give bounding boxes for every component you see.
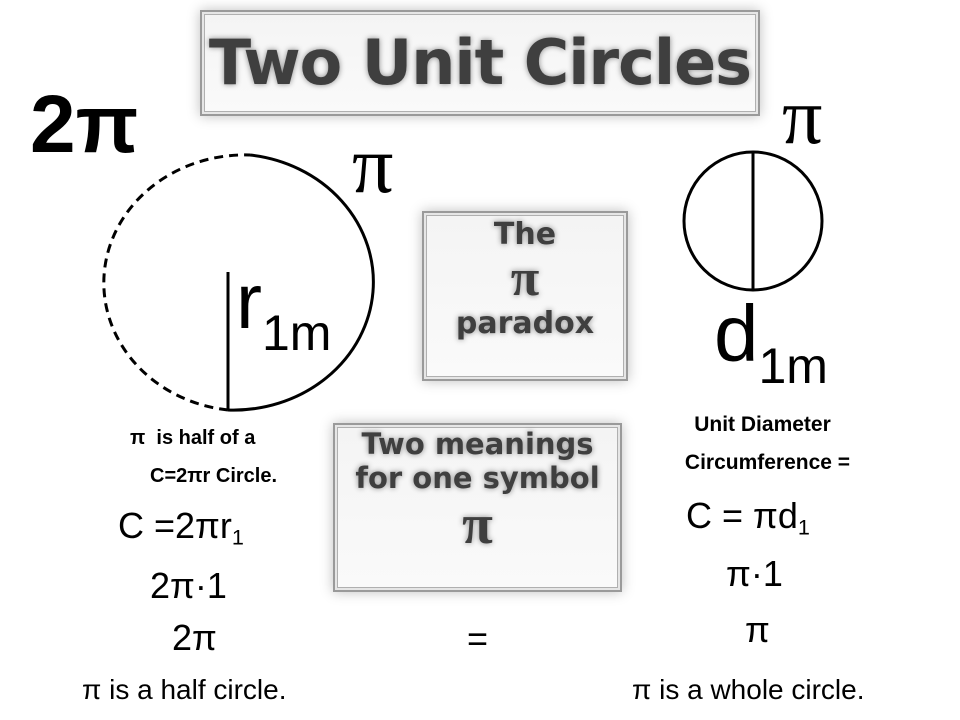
right-eq1-main: C = πd bbox=[686, 495, 798, 536]
left-note-1: π is half of a bbox=[130, 427, 256, 449]
left-circle-solid-half bbox=[227, 153, 375, 412]
paradox-line1: The bbox=[493, 217, 557, 252]
right-note-2: Circumference = bbox=[684, 451, 851, 474]
right-eq1-sub: 1 bbox=[797, 514, 810, 540]
diameter-sub: 1m bbox=[758, 338, 828, 394]
equals-sign: = bbox=[467, 618, 489, 659]
paradox-symbol: π bbox=[510, 250, 540, 307]
left-eq2: 2π·1 bbox=[150, 565, 227, 606]
left-eq1-sub: 1 bbox=[231, 524, 244, 550]
left-note-2: C=2πr Circle. bbox=[150, 465, 278, 487]
left-eq1-main: C =2πr bbox=[118, 505, 232, 546]
page-title: Two Unit Circles bbox=[208, 26, 752, 99]
right-conclusion: π is a whole circle. bbox=[632, 674, 865, 705]
label-pi-left: π bbox=[352, 119, 394, 210]
meanings-box: Two meanings for one symbol π bbox=[333, 423, 622, 592]
diameter-d: d bbox=[714, 289, 759, 378]
label-pi-right: π bbox=[782, 73, 823, 161]
left-circle-dashed-half bbox=[102, 153, 251, 412]
left-conclusion: π is a half circle. bbox=[82, 674, 287, 705]
meanings-line2: for one symbol bbox=[355, 461, 600, 495]
right-eq1: C = πd1 bbox=[686, 495, 810, 540]
right-eq2: π·1 bbox=[726, 553, 783, 594]
paradox-box: The π paradox bbox=[422, 211, 628, 381]
title-box: Two Unit Circles bbox=[200, 10, 760, 116]
left-eq1: C =2πr1 bbox=[118, 505, 244, 550]
left-eq3: 2π bbox=[172, 617, 217, 658]
right-eq3: π bbox=[745, 609, 770, 650]
label-2pi: 2π bbox=[30, 79, 139, 170]
radius-sub: 1m bbox=[261, 305, 332, 361]
right-note-1: Unit Diameter bbox=[694, 413, 831, 436]
meanings-line1: Two meanings bbox=[361, 427, 594, 461]
paradox-line2: paradox bbox=[455, 306, 595, 341]
diameter-label: d1m bbox=[714, 288, 828, 394]
radius-r: r bbox=[236, 257, 262, 345]
meanings-symbol: π bbox=[462, 494, 493, 556]
radius-label: r1m bbox=[236, 256, 331, 361]
